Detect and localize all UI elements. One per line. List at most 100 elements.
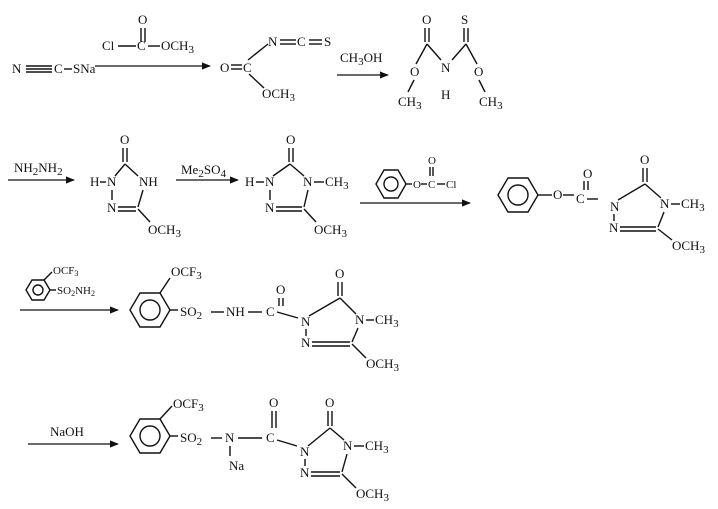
ring-bond: [351, 327, 359, 343]
ch3oh-label: CH3OH: [340, 50, 382, 68]
ch3-label: CH3: [479, 94, 503, 112]
atom-o: O: [583, 166, 592, 181]
och3-label: OCH3: [356, 486, 389, 504]
atom-s: S: [461, 12, 468, 27]
dimethyl-sulfate-reagent: Me2SO4: [181, 162, 226, 180]
atom-o: O: [335, 266, 344, 281]
atom-n: N: [107, 174, 117, 189]
hydrazine-reagent: NH2NH2: [14, 160, 63, 178]
atom-o: O: [428, 155, 436, 167]
atom-o: O: [220, 60, 229, 75]
atom-s: S: [324, 34, 331, 49]
atom-o: O: [138, 12, 147, 27]
single-bond: [303, 208, 317, 223]
ring-bond: [114, 163, 126, 177]
single-bond: [43, 271, 53, 281]
thioimidodicarbonate-intermediate: O S N H O O CH3 CH3: [398, 12, 503, 112]
benzene-ring: [129, 292, 171, 328]
atom-h: H: [441, 87, 450, 102]
och3-label: OCH3: [148, 222, 181, 240]
atom-o: O: [276, 282, 285, 297]
single-bond: [137, 208, 151, 223]
och3-label: OCH3: [262, 86, 295, 104]
ch3-label: CH3: [365, 438, 389, 456]
atom-n: N: [265, 200, 275, 215]
single-bond: [426, 43, 442, 61]
atom-n: N: [660, 196, 670, 211]
atom-c: C: [266, 304, 275, 319]
atom-nh: NH: [139, 174, 158, 189]
och3-label: OCH3: [314, 222, 347, 240]
atom-cl: Cl: [446, 179, 456, 191]
ring-bond: [617, 183, 646, 201]
atom-c: C: [243, 60, 252, 75]
atom-o: O: [269, 395, 278, 410]
sodium-hydroxide-reagent: NaOH: [50, 424, 84, 439]
ring-bond: [307, 427, 331, 447]
atom-n: N: [300, 465, 310, 480]
atom-n: N: [300, 444, 310, 459]
atom-n: N: [301, 314, 311, 329]
single-bond: [248, 73, 265, 89]
aromatic-circle: [507, 184, 529, 206]
atom-c: C: [428, 179, 435, 191]
single-bond: [351, 343, 367, 359]
benzene-ring: [497, 177, 539, 213]
methanol-reagent: CH3OH: [340, 50, 382, 68]
ring-bond: [308, 297, 341, 317]
ring-bond: [329, 427, 345, 441]
sulfonylurea-acid-intermediate: OCF3 SO2 NH O C O N N CH3 N OCH3: [129, 264, 399, 374]
single-bond: [341, 473, 357, 489]
single-bond: [657, 228, 673, 241]
methyl-chloroformate-reagent: O Cl C OCH3: [102, 12, 194, 56]
atom-c: C: [266, 430, 275, 445]
atom-n: N: [610, 199, 620, 214]
atom-n: N: [441, 60, 451, 75]
ring-bond: [124, 163, 139, 177]
single-bond: [478, 79, 486, 93]
so2-label: SO2: [180, 304, 202, 322]
single-bond: [247, 43, 269, 61]
atom-n: N: [301, 335, 311, 350]
single-bond: [276, 311, 299, 319]
aromatic-circle: [383, 176, 399, 192]
single-bond: [159, 405, 173, 420]
single-bond: [465, 43, 478, 65]
nh2nh2-label: NH2NH2: [14, 160, 63, 178]
sodium-thiocyanate: N C SNa: [12, 61, 96, 76]
so2-label: SO2: [180, 430, 202, 448]
atom-o: O: [410, 64, 419, 79]
och3-label: OCH3: [672, 238, 705, 256]
ring-bond: [644, 183, 662, 199]
atom-o: O: [553, 187, 562, 202]
ring-bond: [341, 453, 348, 473]
benzene-ring: [375, 169, 407, 199]
me2so4-label: Me2SO4: [181, 162, 226, 180]
ring-bond: [303, 189, 309, 208]
atom-c: C: [54, 61, 63, 76]
phenyl-carbamate-intermediate: O O C O N N CH3 N OCH3: [497, 152, 705, 256]
atom-cl: Cl: [102, 38, 115, 53]
ring-bond: [289, 163, 305, 177]
atom-n: N: [12, 61, 22, 76]
ring-bond: [272, 163, 291, 177]
ring-bond: [657, 211, 665, 228]
ring-bond: [339, 297, 357, 315]
atom-h: H: [90, 174, 99, 189]
single-bond: [159, 277, 171, 294]
atom-n: N: [609, 220, 619, 235]
aromatic-circle: [139, 425, 161, 447]
atom-n: N: [355, 312, 365, 327]
atom-c: C: [297, 34, 306, 49]
na-label: Na: [229, 458, 244, 473]
atom-n: N: [107, 200, 117, 215]
atom-o: O: [422, 12, 431, 27]
atom-o: O: [286, 132, 295, 147]
triazolone-intermediate: O H N NH N OCH3: [90, 132, 181, 240]
atom-n: N: [225, 430, 235, 445]
atom-n: N: [265, 174, 275, 189]
ocf3-label: OCF3: [173, 396, 204, 414]
benzene-ring: [25, 279, 51, 301]
och3-label: OCH3: [161, 38, 194, 56]
